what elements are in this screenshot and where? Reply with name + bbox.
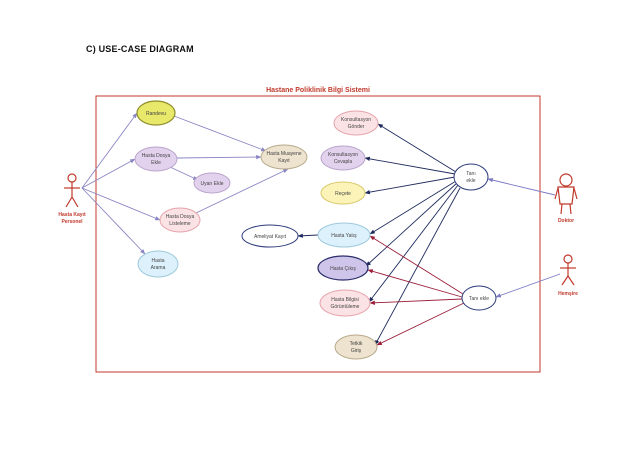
actor-doktor[interactable] [554, 173, 578, 215]
e-tani-d-recete [364, 176, 456, 195]
actor-hemsire-label: Hemşire [558, 291, 578, 297]
use-case-tani-ekle-doktor[interactable]: Tanı ekle [453, 163, 489, 191]
label-hasta-arama-1: Hasta [151, 258, 164, 264]
e-personel-listeleme [81, 187, 161, 221]
e-tani-h-yatis [369, 235, 464, 295]
e-yatis-ameliyat [297, 233, 319, 238]
label-hasta-yatis-1: Hasta Yatış [331, 233, 357, 239]
label-randevu-1: Randevu [146, 111, 166, 117]
use-case-hasta-dosya-listeleme[interactable]: Hasta Dosya Listeleme [159, 207, 201, 233]
e-tani-d-bilgi [368, 184, 459, 303]
label-tetkik-giris-1: Tetkik [350, 341, 363, 347]
use-cases: Randevu Hasta Dosya Ekle Hasta Muayene K… [134, 100, 497, 360]
e-personel-randevu [81, 112, 138, 189]
e-personel-dosya-ekle [81, 158, 136, 189]
e-tani-h-tetkik [376, 302, 465, 346]
use-case-uyari-ekle[interactable]: Uyarı Ekle [193, 172, 231, 194]
e-listeleme-muayene [195, 168, 289, 214]
actor-personel[interactable] [64, 173, 80, 208]
e-dosya-ekle-uyari [169, 166, 199, 181]
label-hasta-arama-2: Arama [151, 265, 166, 271]
system-boundary [95, 95, 541, 373]
label-tani-ekle-hemsire-1: Tanı ekle [469, 296, 489, 302]
label-tani-ekle-doktor-1: Tanı [466, 171, 475, 177]
actor-doktor-label: Doktor [558, 218, 574, 224]
e-randevu-muayene [173, 115, 267, 152]
label-tetkik-giris-2: Giriş [351, 348, 362, 354]
use-case-hasta-bilgisi-goruntuleme[interactable]: Hasta Bilgisi Görüntüleme [319, 289, 371, 317]
label-konsultasyon-gonder-2: Gönder [348, 124, 365, 130]
label-hasta-dosya-ekle-2: Ekle [151, 160, 161, 166]
actor-personel-label-1: Hasta Kayıt [58, 212, 86, 218]
label-hasta-dosya-ekle-1: Hasta Dosya [142, 153, 171, 159]
label-hasta-muayene-kayit-1: Hasta Muayene [266, 151, 301, 157]
use-case-hasta-dosya-ekle[interactable]: Hasta Dosya Ekle [134, 146, 178, 172]
label-konsultasyon-cevapla-1: Konsultasyon [328, 152, 358, 158]
page-heading: C) USE-CASE DIAGRAM [86, 44, 194, 54]
use-case-hasta-arama[interactable]: Hasta Arama [137, 250, 179, 278]
use-case-tani-ekle-hemsire[interactable]: Tanı ekle [461, 285, 497, 311]
system-title: Hastane Poliklinik Bilgi Sistemi [266, 87, 370, 94]
label-hasta-bilgisi-goruntuleme-2: Görüntüleme [331, 304, 360, 310]
label-konsultasyon-cevapla-2: Cevapla [334, 159, 353, 165]
label-konsultasyon-gonder-1: Konsultasyon [341, 117, 371, 123]
use-case-konsultasyon-cevapla[interactable]: Konsultasyon Cevapla [320, 145, 366, 171]
label-uyari-ekle-1: Uyarı Ekle [200, 181, 223, 187]
label-hasta-dosya-listeleme-1: Hasta Dosya [166, 214, 195, 220]
use-case-konsultasyon-gonder[interactable]: Konsultasyon Gönder [333, 110, 379, 136]
e-tani-h-cikis [367, 269, 463, 298]
e-tani-d-tetkik [374, 187, 461, 346]
e-dosya-ekle-muayene [176, 154, 262, 160]
e-hemsire-tani [495, 273, 561, 298]
use-case-recete[interactable]: Reçete [320, 181, 366, 205]
label-recete-1: Reçete [335, 191, 351, 197]
use-case-hasta-cikis[interactable]: Hasta Çıkış [317, 255, 369, 281]
e-tani-h-bilgi [369, 298, 463, 305]
e-tani-d-cevapla [364, 156, 456, 175]
use-case-randevu[interactable]: Randevu [136, 100, 176, 126]
actor-hemsire[interactable] [560, 254, 576, 286]
label-hasta-cikis-1: Hasta Çıkış [330, 266, 356, 272]
use-case-ameliyat-kayit[interactable]: Ameliyat Kayıt [241, 224, 299, 248]
e-tani-d-yatis [369, 180, 457, 235]
label-hasta-dosya-listeleme-2: Listeleme [169, 221, 191, 227]
label-hasta-bilgisi-goruntuleme-1: Hasta Bilgisi [331, 297, 359, 303]
label-ameliyat-kayit-1: Ameliyat Kayıt [254, 234, 287, 240]
e-tani-d-gonder [377, 123, 457, 173]
actor-personel-label-2: Personel [61, 219, 83, 225]
label-tani-ekle-doktor-2: ekle [466, 178, 475, 184]
use-case-hasta-yatis[interactable]: Hasta Yatış [317, 222, 371, 248]
e-tani-d-cikis [365, 182, 458, 267]
e-doktor-tani [487, 178, 556, 196]
e-personel-arama [81, 187, 146, 255]
use-case-tetkik-giris[interactable]: Tetkik Giriş [334, 334, 378, 360]
use-case-hasta-muayene-kayit[interactable]: Hasta Muayene Kayıt [260, 144, 308, 170]
label-hasta-muayene-kayit-2: Kayıt [278, 158, 290, 164]
associations [81, 112, 561, 346]
